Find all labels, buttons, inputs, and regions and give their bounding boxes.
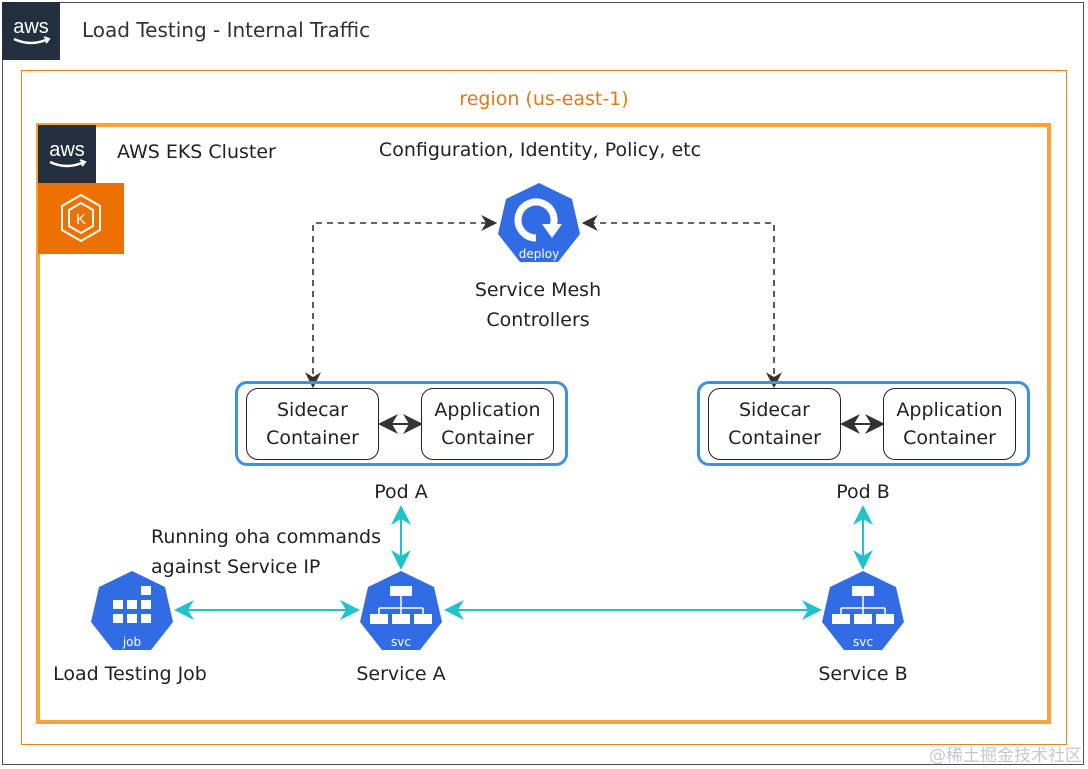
cluster-aws-logo-icon: aws <box>38 125 96 183</box>
region-boundary <box>21 70 1067 745</box>
service-b-label: Service B <box>818 663 908 685</box>
svg-text:svc: svc <box>391 635 411 649</box>
control-plane-caption: Configuration, Identity, Policy, etc <box>378 139 702 161</box>
app-label-line1: Application <box>896 399 1003 421</box>
pod-b <box>697 381 1030 466</box>
eks-icon: K <box>38 183 124 254</box>
watermark: @稀土掘金技术社区 <box>929 746 1082 766</box>
app-label-line2: Container <box>903 427 996 449</box>
svg-text:deploy: deploy <box>519 247 559 261</box>
service-mesh-label: Service Mesh Controllers <box>438 275 638 335</box>
service-b-icon: svc <box>820 570 906 652</box>
region-label: region (us-east-1) <box>459 88 629 110</box>
service-mesh-label-line2: Controllers <box>486 309 590 331</box>
sidecar-label-line2: Container <box>266 427 359 449</box>
cluster-label: AWS EKS Cluster <box>117 141 276 163</box>
svg-text:K: K <box>76 211 86 228</box>
control-link-pod-b <box>581 215 782 389</box>
pod-b-label: Pod B <box>836 481 890 503</box>
app-label-line2: Container <box>441 427 534 449</box>
job-annotation-line1: Running oha commands <box>151 526 381 548</box>
aws-logo-icon: aws <box>2 2 60 60</box>
pod-a-label: Pod A <box>374 481 428 503</box>
svg-text:aws: aws <box>49 139 85 161</box>
job-label: Load Testing Job <box>53 663 207 685</box>
pod-a <box>235 381 568 466</box>
app-label-line1: Application <box>434 399 541 421</box>
diagram-title: Load Testing - Internal Traffic <box>82 18 371 42</box>
sidecar-label-line1: Sidecar <box>739 399 810 421</box>
service-mesh-label-line1: Service Mesh <box>474 279 602 301</box>
sidecar-label-line2: Container <box>728 427 821 449</box>
service-a-icon: svc <box>358 570 444 652</box>
deploy-icon: deploy <box>496 182 582 264</box>
svg-text:job: job <box>122 635 141 649</box>
sidecar-label-line1: Sidecar <box>277 399 348 421</box>
service-a-label: Service A <box>356 663 446 685</box>
job-annotation: Running oha commands against Service IP <box>151 522 381 582</box>
svg-text:svc: svc <box>853 635 873 649</box>
job-annotation-line2: against Service IP <box>151 556 321 578</box>
job-icon: job <box>89 570 175 652</box>
eks-cluster-boundary <box>36 123 1051 724</box>
svg-text:aws: aws <box>13 16 49 38</box>
